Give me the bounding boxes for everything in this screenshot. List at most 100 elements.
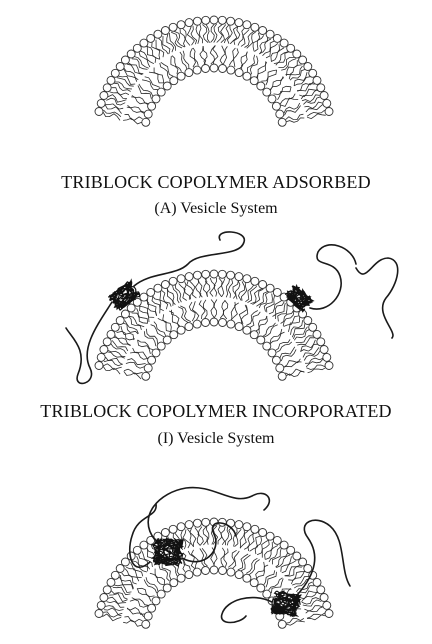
lipid-tail bbox=[154, 68, 164, 84]
lipid-head bbox=[323, 601, 331, 609]
lipid-tail bbox=[210, 46, 215, 65]
lipid-head bbox=[202, 270, 210, 278]
lipid-tail bbox=[132, 59, 148, 70]
lipid-head bbox=[107, 330, 115, 338]
lipid-head bbox=[95, 610, 103, 618]
lipid-head bbox=[309, 323, 317, 331]
lipid-tail bbox=[114, 585, 131, 593]
lipid-tail bbox=[280, 347, 295, 358]
polymer-chain-far-right bbox=[356, 258, 398, 338]
lipid-tail bbox=[137, 308, 148, 323]
lipid-head bbox=[202, 16, 210, 24]
lipid-tail bbox=[138, 85, 151, 98]
lipid-head bbox=[177, 72, 185, 80]
lipid-tail bbox=[238, 554, 248, 570]
adsorbed-subtitle: (A) Vesicle System bbox=[0, 201, 432, 217]
incorporated-bilayer-arch bbox=[0, 474, 432, 644]
lipid-tail bbox=[291, 571, 304, 584]
lipid-head bbox=[227, 66, 235, 74]
lipid-head bbox=[163, 82, 171, 90]
lipid-head bbox=[154, 30, 162, 38]
lipid-tail bbox=[180, 29, 185, 47]
lipid-head bbox=[251, 277, 259, 285]
lipid-head bbox=[116, 63, 124, 71]
lipid-tail bbox=[137, 588, 155, 596]
lipid-tail bbox=[269, 578, 283, 590]
lipid-head bbox=[210, 318, 218, 326]
lipid-head bbox=[100, 594, 108, 602]
lipid-tail bbox=[122, 573, 137, 584]
lipid-head bbox=[235, 571, 243, 579]
lipid-tail bbox=[142, 80, 158, 90]
lipid-tail bbox=[155, 569, 165, 586]
incorporated-coil-left bbox=[152, 538, 183, 566]
lipid-tail bbox=[214, 300, 217, 319]
lipid-head bbox=[235, 273, 243, 281]
lipid-tail bbox=[151, 325, 165, 338]
adsorbed-title: TRIBLOCK COPOLYMER ADSORBED bbox=[0, 173, 432, 191]
lipid-head bbox=[193, 66, 201, 74]
lipid-head bbox=[317, 84, 325, 92]
lipid-tail bbox=[255, 35, 264, 51]
lipid-head bbox=[235, 521, 243, 529]
lipid-head bbox=[193, 568, 201, 576]
lipid-head bbox=[95, 108, 103, 116]
lipid-tail bbox=[214, 24, 217, 43]
lipid-head bbox=[210, 270, 218, 278]
lipid-head bbox=[219, 65, 227, 73]
lipid-head bbox=[323, 353, 331, 361]
lipid-tail bbox=[146, 577, 158, 591]
lipid-head bbox=[185, 323, 193, 331]
lipid-head bbox=[276, 110, 284, 118]
lipid-head bbox=[169, 23, 177, 31]
lipid-head bbox=[325, 610, 333, 618]
lipid-tail bbox=[146, 46, 160, 59]
lipid-head bbox=[320, 346, 328, 354]
lipid-head bbox=[257, 336, 265, 344]
lipid-tail bbox=[103, 364, 122, 370]
lipid-tail bbox=[274, 86, 292, 94]
lipid-head bbox=[161, 529, 169, 537]
lipid-tail bbox=[126, 567, 142, 577]
lipid-head bbox=[100, 92, 108, 100]
lipid-tail bbox=[222, 279, 225, 297]
lipid-head bbox=[107, 76, 115, 84]
lipid-tail bbox=[138, 340, 154, 350]
lipid-tail bbox=[266, 572, 277, 587]
plain-bilayer-arch bbox=[0, 2, 432, 138]
lipid-head bbox=[157, 88, 165, 96]
lipid-head bbox=[210, 64, 218, 72]
lipid-tail bbox=[127, 107, 144, 113]
lipid-head bbox=[202, 518, 210, 526]
lipid-tail bbox=[160, 63, 170, 79]
lipid-tail bbox=[253, 33, 260, 51]
lipid-head bbox=[116, 565, 124, 573]
lipid-head bbox=[148, 356, 156, 364]
lipid-head bbox=[152, 597, 160, 605]
lipid-head bbox=[272, 356, 280, 364]
lipid-tail bbox=[150, 573, 165, 585]
lipid-tail bbox=[286, 372, 304, 377]
lipid-tail bbox=[292, 323, 305, 337]
lipid-tail bbox=[124, 371, 141, 379]
lipid-tail bbox=[246, 558, 257, 573]
lipid-head bbox=[157, 590, 165, 598]
lipid-head bbox=[263, 590, 271, 598]
lipid-tail bbox=[283, 311, 294, 326]
lipid-head bbox=[235, 19, 243, 27]
lipid-tail bbox=[183, 529, 190, 548]
lipid-tail bbox=[206, 24, 210, 42]
lipid-tail bbox=[306, 607, 323, 614]
lipid-tail bbox=[248, 286, 257, 302]
lipid-head bbox=[276, 364, 284, 372]
lipid-head bbox=[243, 326, 251, 334]
lipid-tail bbox=[304, 606, 323, 611]
lipid-head bbox=[235, 323, 243, 331]
lipid-tail bbox=[272, 548, 281, 564]
lipid-head bbox=[202, 65, 210, 73]
lipid-head bbox=[111, 323, 119, 331]
lipid-head bbox=[157, 342, 165, 350]
lipid-head bbox=[193, 320, 201, 328]
lipid-tail bbox=[265, 546, 277, 560]
lipid-head bbox=[97, 601, 105, 609]
